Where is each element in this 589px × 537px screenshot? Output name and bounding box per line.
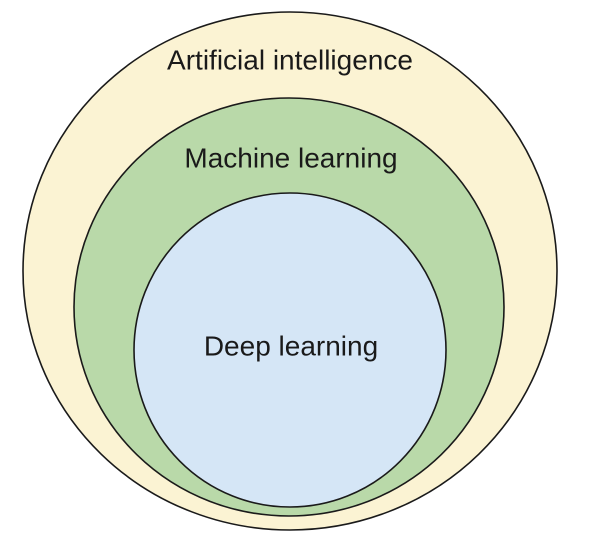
- dl-circle: [133, 192, 447, 508]
- dl-label: Deep learning: [204, 330, 378, 361]
- ml-label: Machine learning: [184, 142, 397, 173]
- ai-label: Artificial intelligence: [167, 44, 413, 75]
